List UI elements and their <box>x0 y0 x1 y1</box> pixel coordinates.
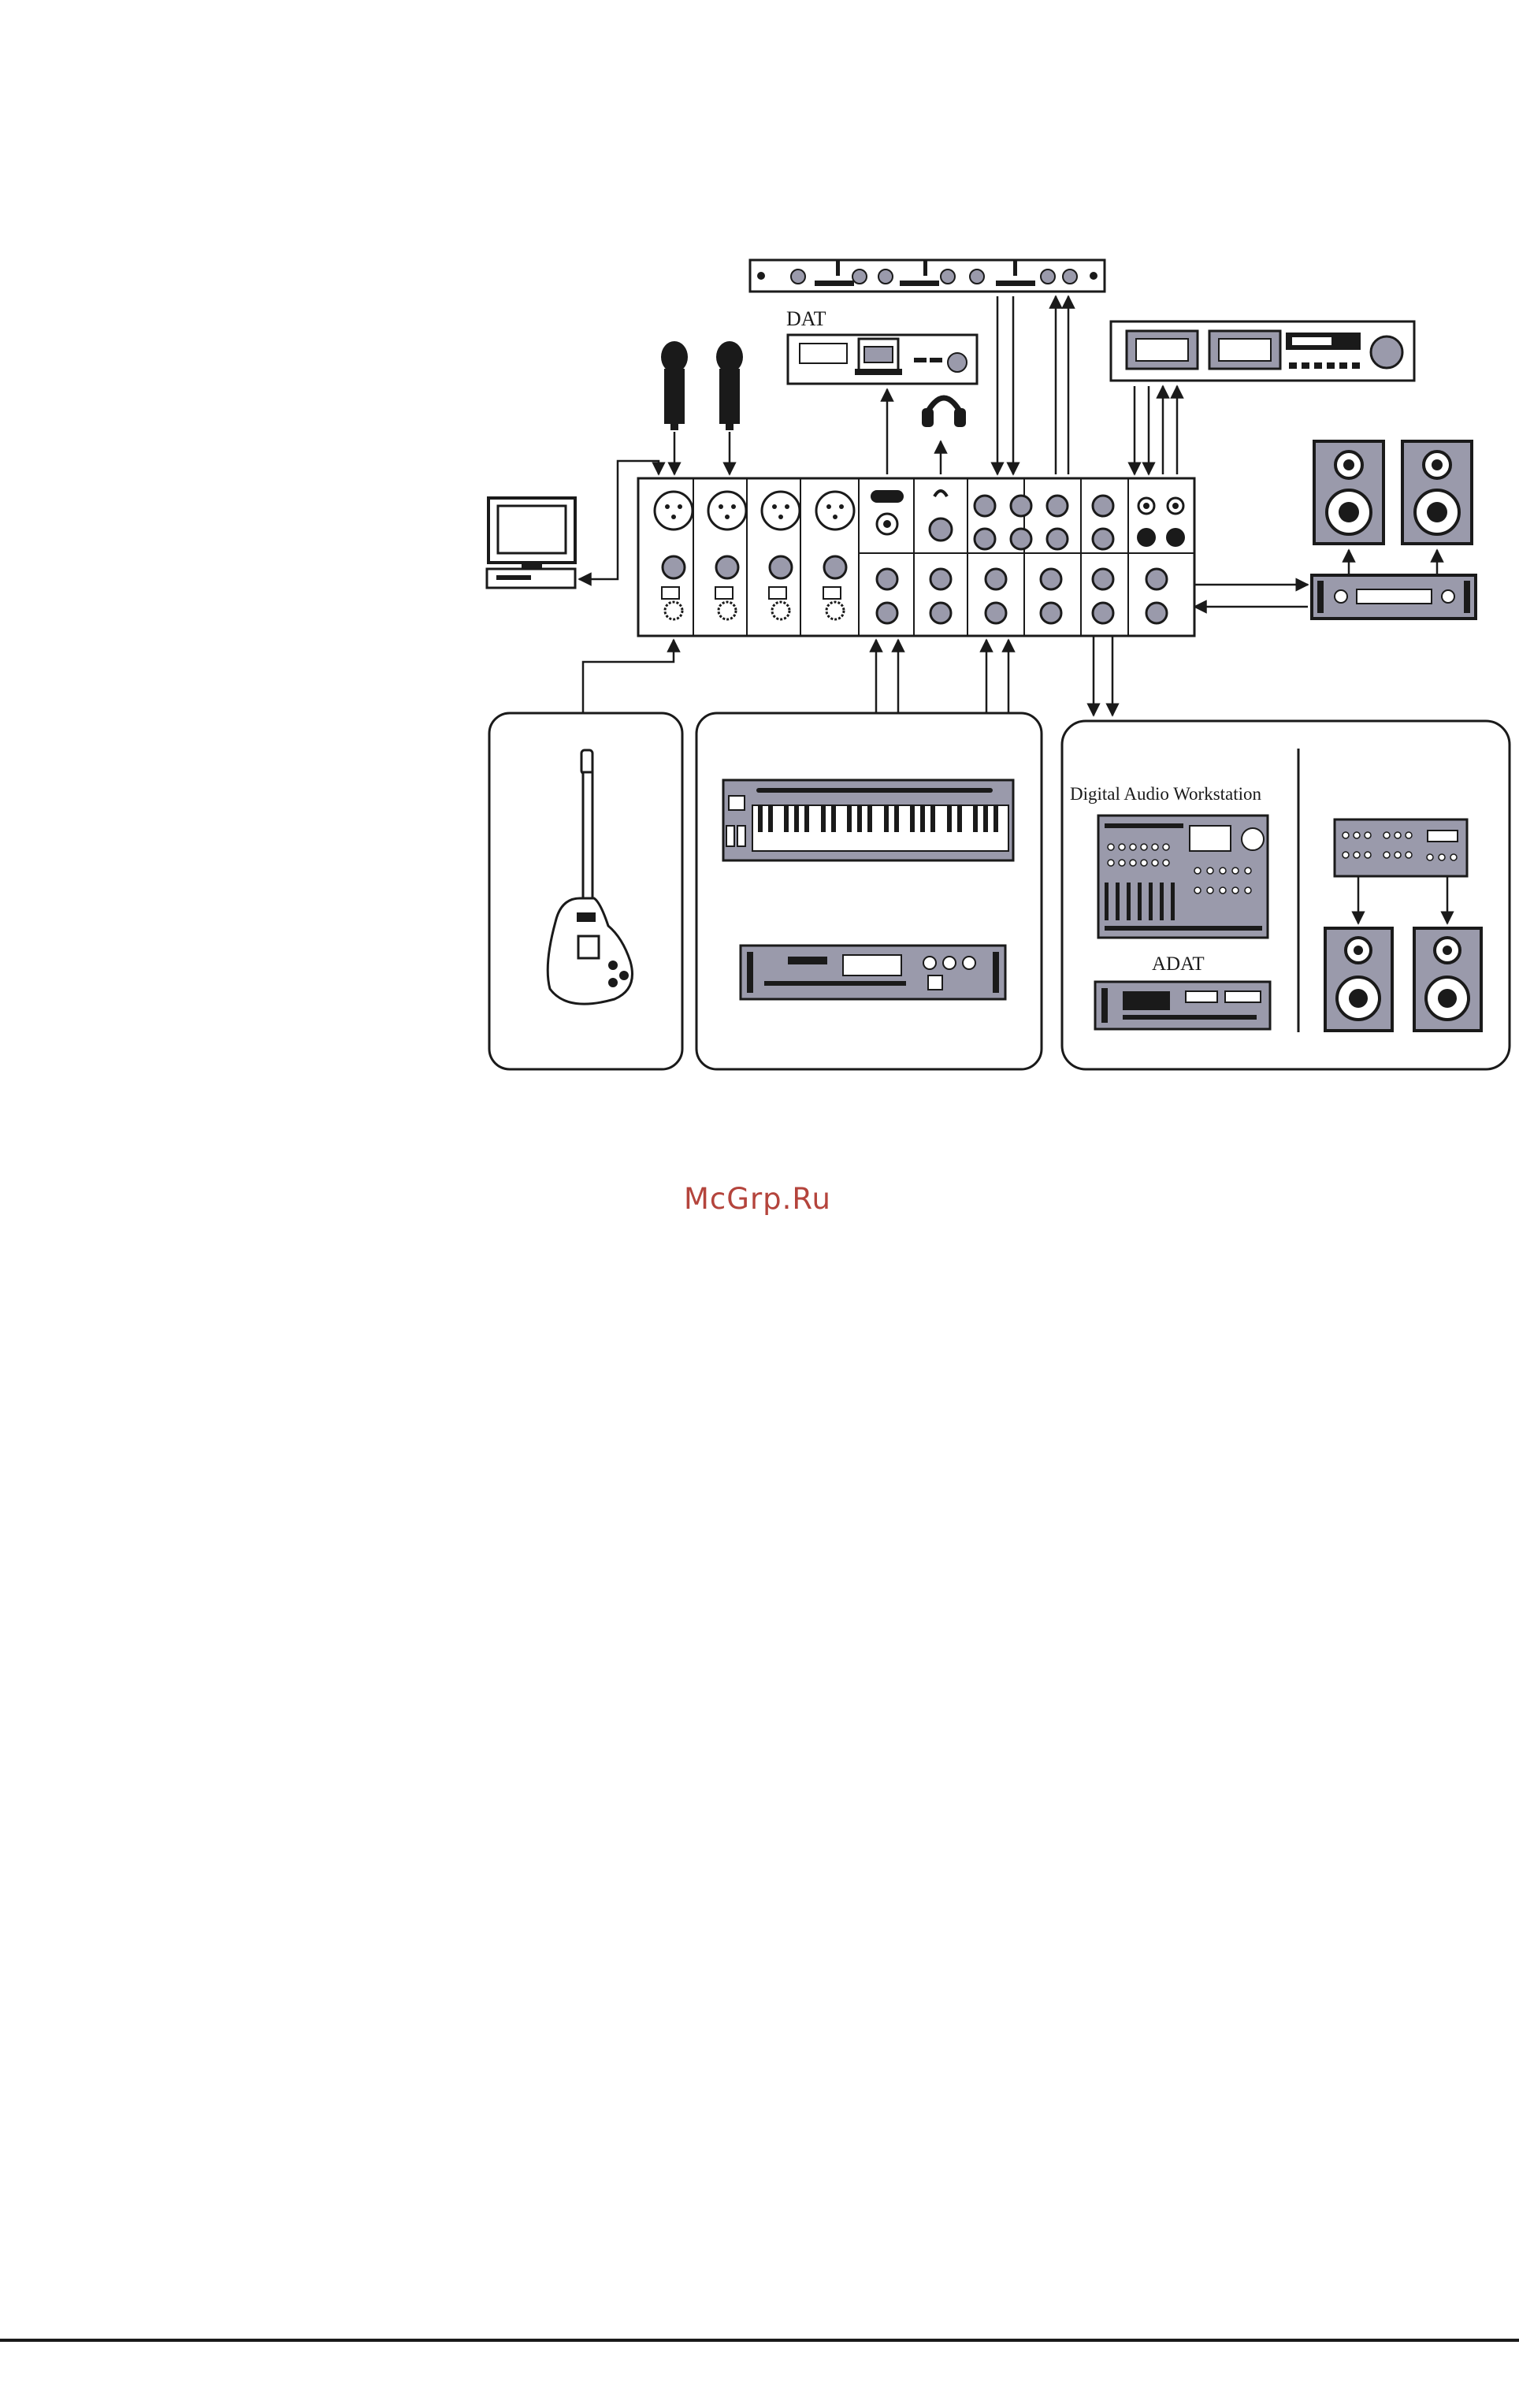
guitar-panel <box>489 713 682 1069</box>
daw-console-icon <box>1098 816 1268 938</box>
rack-processor <box>1111 321 1414 381</box>
studio-monitor-icon <box>1325 928 1392 1031</box>
studio-monitor-icon <box>1414 928 1481 1031</box>
midi-keyboard-icon <box>723 780 1013 860</box>
audio-interface-icon <box>1335 819 1467 876</box>
instruments-panel <box>696 713 1042 1069</box>
studio-monitor-icon <box>1402 441 1472 544</box>
studio-monitor-icon <box>1314 441 1383 544</box>
recording-panel <box>1062 721 1510 1069</box>
footer-rule <box>0 2339 1519 2342</box>
dat-recorder <box>788 335 977 384</box>
rack-effects-unit <box>750 260 1105 292</box>
dat-label: DAT <box>786 307 826 331</box>
adat-recorder-icon <box>1095 982 1270 1029</box>
mixer-panel <box>638 478 1194 636</box>
headphones-icon <box>922 398 966 427</box>
watermark-text: McGrp.Ru <box>684 1182 831 1216</box>
power-amplifier <box>1312 575 1476 619</box>
adat-label: ADAT <box>1152 953 1205 975</box>
sound-module-icon <box>741 946 1005 999</box>
microphone-icon <box>716 341 743 430</box>
computer-icon <box>487 498 575 588</box>
daw-label: Digital Audio Workstation <box>1070 784 1261 805</box>
microphone-icon <box>661 341 688 430</box>
